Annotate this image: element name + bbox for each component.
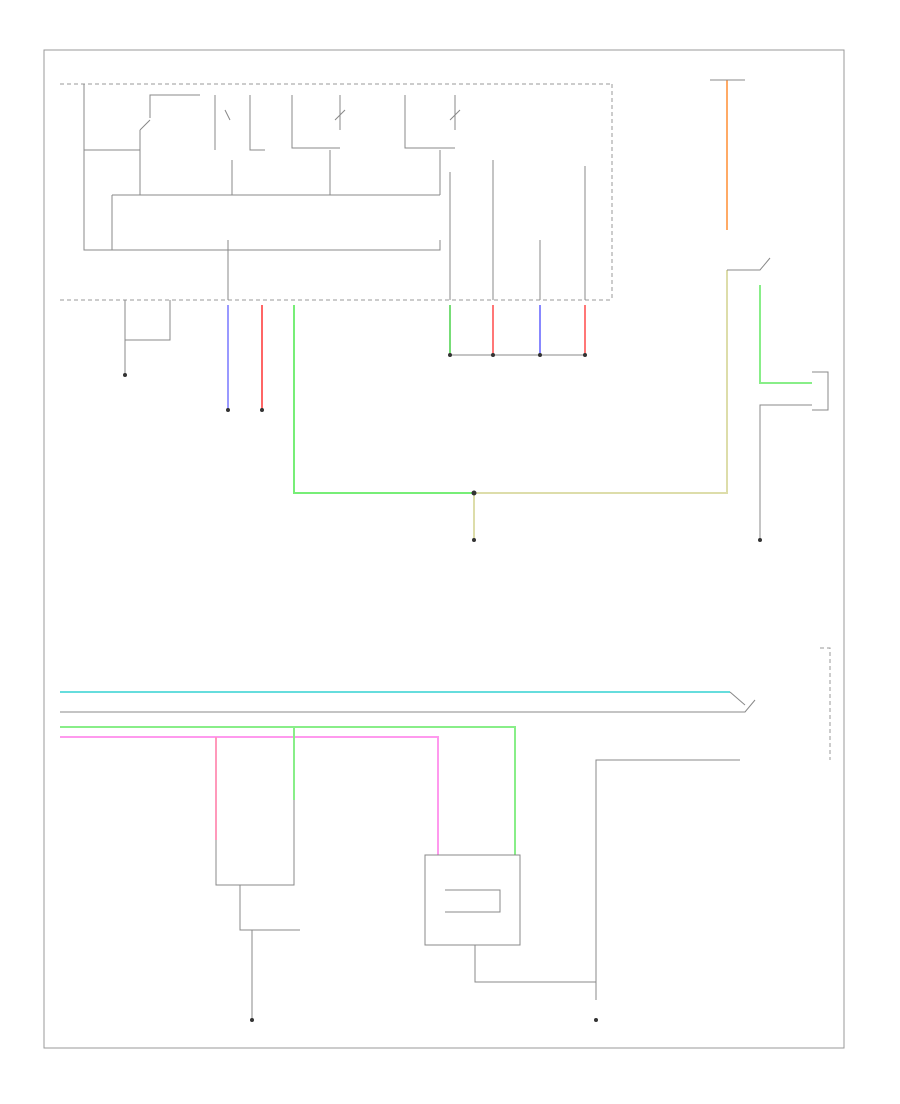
connector-r3 — [538, 353, 542, 357]
wire-pink-bus — [60, 736, 439, 790]
relay-block-box — [60, 84, 613, 301]
lower-switch-box — [820, 647, 831, 760]
connector-left-b — [260, 408, 264, 412]
ground-left-dot — [123, 373, 127, 377]
switch-1 — [139, 94, 200, 150]
connector-left-a — [226, 408, 230, 412]
relay-inner-box — [111, 194, 440, 250]
wire-right-gray — [759, 404, 812, 540]
ground-center-dot — [472, 538, 476, 542]
wire-center-to-ground — [474, 945, 596, 983]
wire-right-green — [759, 285, 812, 384]
wire-ground-left-b — [125, 300, 171, 341]
connector-r2 — [491, 353, 495, 357]
actuator-center-box — [424, 854, 521, 946]
connector-r1 — [448, 353, 452, 357]
outer-frame — [43, 49, 845, 1049]
switch-2 — [214, 95, 265, 151]
junction-center — [471, 490, 477, 496]
ground-right-dot — [758, 538, 762, 542]
actuator-left-stub — [239, 885, 300, 931]
connector-right-box — [812, 371, 829, 411]
switch-lower — [729, 691, 756, 713]
wire-switch-ground — [595, 759, 740, 1000]
ground-bottom-left-dot — [250, 1018, 254, 1022]
wire-tan-main — [474, 270, 728, 494]
wire-left-vertical — [83, 84, 441, 251]
switch-3 — [291, 95, 346, 149]
wire-green-main — [293, 305, 474, 494]
switch-right — [727, 257, 771, 271]
switch-4 — [404, 95, 461, 149]
actuator-center-inner — [445, 889, 501, 913]
wire-green-bus — [60, 726, 516, 790]
actuator-left-box — [215, 840, 295, 886]
connector-r4 — [583, 353, 587, 357]
ground-bottom-center-dot — [594, 1018, 598, 1022]
